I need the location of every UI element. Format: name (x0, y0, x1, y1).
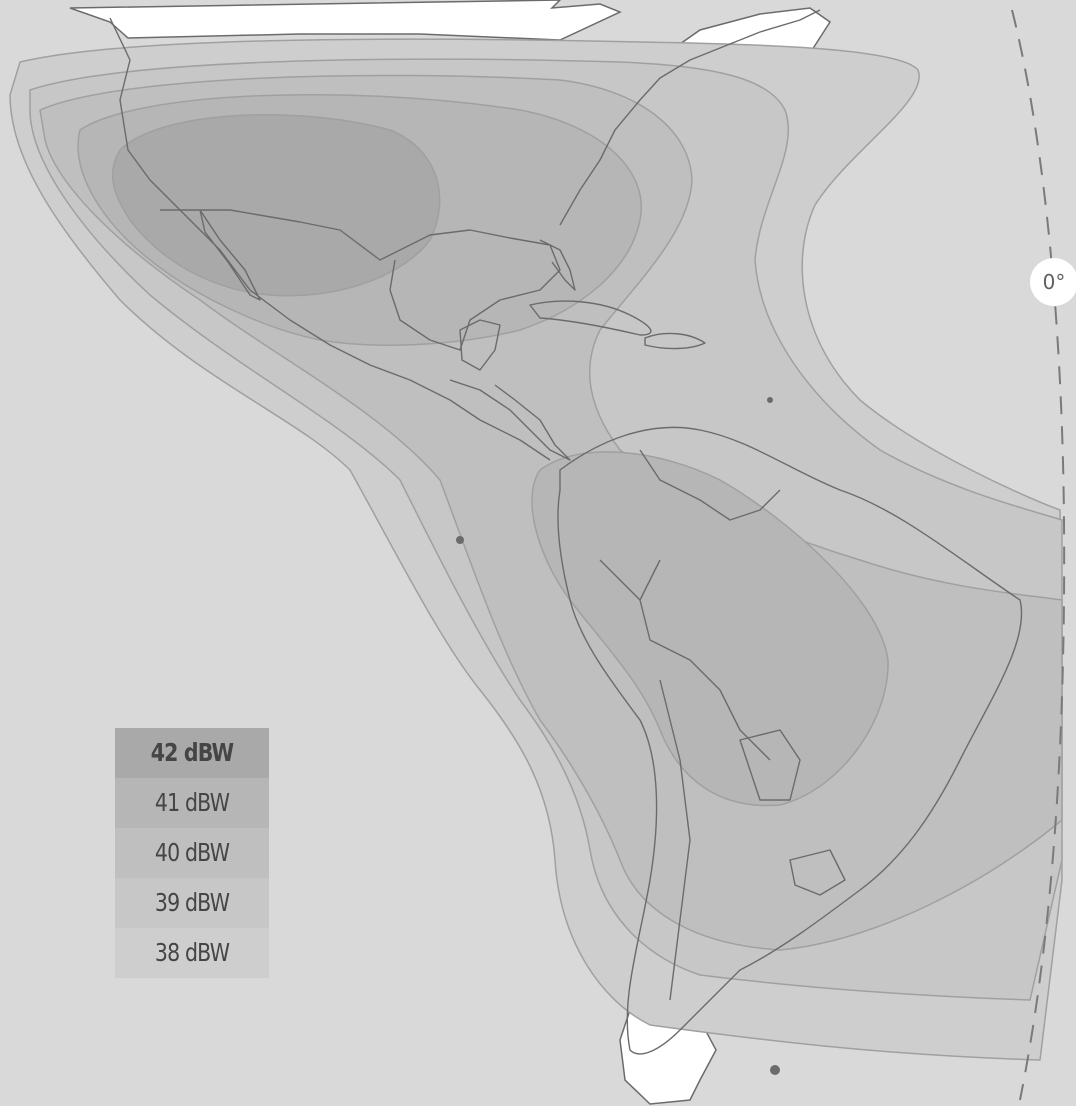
visibility-boundary-arc (1011, 9, 1066, 1101)
lesser-antilles (767, 397, 773, 403)
orbital-position-badge: 0° (1030, 258, 1076, 306)
legend-label: 40 dBW (154, 838, 230, 867)
legend-row-42: 42 dBW (115, 728, 269, 778)
cuba (529, 300, 652, 336)
legend-label: 42 dBW (150, 738, 234, 767)
paraguay-border (739, 729, 801, 801)
south-america-outline (557, 426, 1023, 1055)
contour-41-dbw-south (531, 451, 889, 807)
coverage-contours (9, 38, 1063, 1061)
eirp-legend: 42 dBW 41 dBW 40 dBW 39 dBW 38 dBW (115, 728, 269, 978)
gulf-of-mexico-coast (389, 229, 561, 351)
islands (456, 397, 780, 1075)
venezuela-colombia-border (639, 449, 781, 521)
hispaniola (644, 332, 706, 350)
uruguay-border (789, 849, 846, 896)
florida (539, 239, 576, 291)
andes-borders (599, 559, 691, 1001)
central-america (449, 379, 571, 461)
galapagos-islands (456, 536, 464, 544)
legend-label: 38 dBW (154, 938, 230, 967)
us-mexico-border (160, 209, 401, 261)
land-outlines (109, 9, 1023, 1055)
north-america-west-coast (109, 17, 551, 461)
baja-california (199, 209, 261, 301)
legend-label: 39 dBW (154, 888, 230, 917)
yucatan (459, 319, 501, 371)
legend-row-39: 39 dBW (115, 878, 269, 928)
contour-42-dbw (111, 113, 441, 297)
falkland-islands (770, 1065, 780, 1075)
east-coast (559, 9, 821, 226)
legend-row-38: 38 dBW (115, 928, 269, 978)
legend-row-40: 40 dBW (115, 828, 269, 878)
legend-label: 41 dBW (154, 788, 230, 817)
north-america-uncovered (69, 0, 622, 41)
legend-row-41: 41 dBW (115, 778, 269, 828)
